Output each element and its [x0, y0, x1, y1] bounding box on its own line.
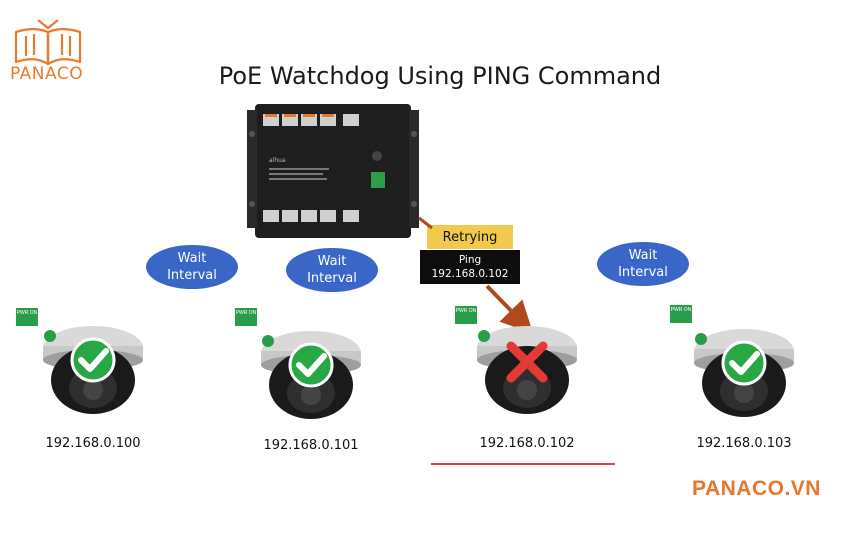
camera-ip-label: 192.168.0.103	[696, 436, 792, 451]
dome-camera-icon	[43, 326, 143, 414]
panaco-book-logo	[14, 19, 82, 66]
switch-brand: alhua	[269, 157, 286, 164]
pwr-on-indicator: PWR ON	[235, 308, 257, 326]
pwr-on-indicator: PWR ON	[670, 305, 692, 323]
page-title: PoE Watchdog Using PING Command	[218, 62, 662, 90]
camera-ip-label: 192.168.0.100	[45, 436, 141, 451]
pwr-on-indicator: PWR ON	[455, 306, 477, 324]
check-icon	[721, 340, 767, 386]
check-icon	[288, 342, 334, 388]
highlight-underline	[431, 463, 615, 465]
camera-ip-label: 192.168.0.101	[263, 438, 359, 453]
camera-4	[686, 321, 802, 426]
dome-camera-icon	[477, 326, 577, 414]
camera-ip-label: 192.168.0.102	[479, 436, 575, 451]
x-icon	[506, 341, 548, 383]
camera-3	[469, 318, 585, 423]
wait-interval-bubble: Wait Interval	[286, 248, 378, 292]
wait-interval-bubble: Wait Interval	[597, 242, 689, 286]
dome-camera-icon	[694, 329, 794, 417]
logo-text: PANACO	[10, 64, 84, 84]
camera-2	[253, 323, 369, 428]
wait-interval-bubble: Wait Interval	[146, 245, 238, 289]
retrying-label: Retrying	[427, 225, 513, 249]
check-icon	[70, 337, 116, 383]
poe-switch-image: alhua	[247, 104, 419, 238]
pwr-on-indicator: PWR ON	[16, 308, 38, 326]
ping-label: Ping 192.168.0.102	[420, 250, 520, 284]
dome-camera-icon	[261, 331, 361, 419]
brand-watermark: PANACO.VN	[692, 477, 821, 500]
camera-1	[35, 318, 151, 423]
